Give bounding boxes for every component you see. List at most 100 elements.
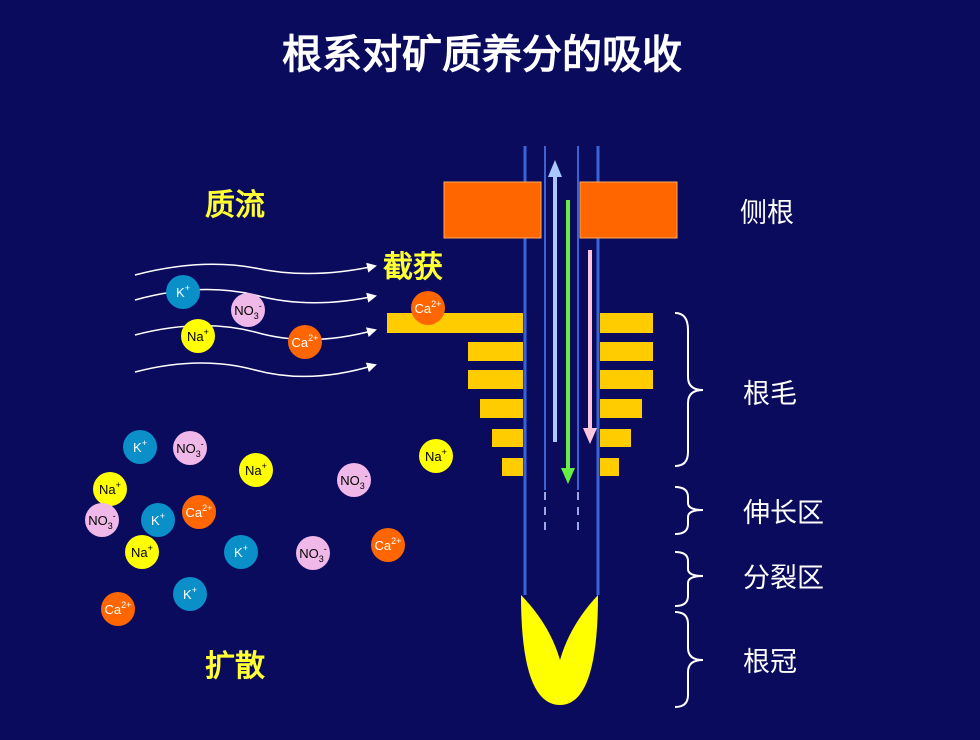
ion-no3: NO3- xyxy=(173,431,207,465)
root-hair xyxy=(600,342,653,361)
ion-na: Na+ xyxy=(125,535,159,569)
ion-label: Na+ xyxy=(187,327,209,344)
ion-label: NO3- xyxy=(176,439,204,459)
ion-circle xyxy=(123,430,157,464)
ion-circle xyxy=(296,536,330,570)
ion-label: K+ xyxy=(133,438,147,455)
diffusion-label: 扩散 xyxy=(205,649,265,684)
ion-label: Ca2+ xyxy=(375,536,402,553)
ion-label: NO3- xyxy=(299,544,327,564)
root-hair-brace xyxy=(674,312,704,467)
ion-circle xyxy=(173,431,207,465)
ion-ca: Ca2+ xyxy=(411,291,445,325)
root-cap-label: 根冠 xyxy=(743,647,797,678)
ion-circle xyxy=(239,453,273,487)
ion-label: NO3- xyxy=(234,301,262,321)
ion-circle xyxy=(371,528,405,562)
ion-circle xyxy=(224,535,258,569)
ion-label: Na+ xyxy=(245,461,267,478)
root-hair xyxy=(387,313,523,333)
ion-na: Na+ xyxy=(239,453,273,487)
root-hairs xyxy=(387,313,653,476)
lateral-root-left xyxy=(443,181,542,239)
ion-circle xyxy=(141,503,175,537)
ion-na: Na+ xyxy=(181,319,215,353)
ion-circle xyxy=(337,463,371,497)
ion-no3: NO3- xyxy=(85,503,119,537)
ion-label: K+ xyxy=(176,283,190,300)
upward-arrowhead xyxy=(548,160,562,177)
root-hair xyxy=(480,399,523,418)
ion-circle xyxy=(419,439,453,473)
lateral-roots xyxy=(443,181,678,239)
ion-label: K+ xyxy=(234,543,248,560)
ion-k: K+ xyxy=(224,535,258,569)
pink-arrowhead xyxy=(583,428,597,444)
ion-label: NO3- xyxy=(340,471,368,491)
green-arrowhead xyxy=(561,468,575,484)
root-hair xyxy=(492,429,523,447)
ion-no3: NO3- xyxy=(337,463,371,497)
flow-arrow xyxy=(134,324,377,341)
ion-ca: Ca2+ xyxy=(288,325,322,359)
root-hair xyxy=(502,458,523,476)
meristem-zone-label: 分裂区 xyxy=(743,563,824,594)
ion-no3: NO3- xyxy=(296,536,330,570)
interception-label: 截获 xyxy=(383,250,443,285)
transport-arrows xyxy=(548,160,597,484)
meristem-brace xyxy=(674,551,704,607)
root-cap xyxy=(521,595,598,705)
elongation-zone-label: 伸长区 xyxy=(743,498,824,529)
elongation-brace xyxy=(674,486,704,535)
ion-circle xyxy=(93,472,127,506)
ion-circle xyxy=(166,275,200,309)
ion-label: Ca2+ xyxy=(292,333,319,350)
ion-label: Ca2+ xyxy=(415,299,442,316)
ion-label: K+ xyxy=(151,511,165,528)
ion-no3: NO3- xyxy=(231,293,265,327)
lateral-root-label: 侧根 xyxy=(740,198,794,229)
ion-na: Na+ xyxy=(419,439,453,473)
ion-circle xyxy=(85,503,119,537)
ion-circle xyxy=(101,592,135,626)
root-hair xyxy=(468,370,523,389)
ion-k: K+ xyxy=(173,577,207,611)
root-hair xyxy=(600,313,653,333)
ion-circle xyxy=(231,293,265,327)
page-title: 根系对矿质养分的吸收 xyxy=(282,32,682,78)
ion-label: K+ xyxy=(183,585,197,602)
ion-na: Na+ xyxy=(93,472,127,506)
ion-circle xyxy=(125,535,159,569)
ion-k: K+ xyxy=(166,275,200,309)
root-hair xyxy=(600,399,642,418)
ion-label: Ca2+ xyxy=(186,503,213,520)
mass-flow-label: 质流 xyxy=(205,188,265,223)
flow-arrow xyxy=(134,262,377,276)
root-hair xyxy=(600,370,653,389)
ion-label: Na+ xyxy=(131,543,153,560)
root-hair xyxy=(600,458,619,476)
root-hair xyxy=(468,342,523,361)
ion-k: K+ xyxy=(141,503,175,537)
ion-circle xyxy=(182,495,216,529)
ion-circle xyxy=(173,577,207,611)
ion-label: Na+ xyxy=(425,447,447,464)
root-hair xyxy=(600,429,631,447)
root-cap-brace xyxy=(674,611,704,708)
ion-k: K+ xyxy=(123,430,157,464)
root-hair-label: 根毛 xyxy=(743,379,797,410)
ion-layer: K+ NO3- Na+ Ca2+ Ca2+ K+ NO3- Na+ NO3- Na+ Na+ NO3-… xyxy=(85,275,453,626)
ion-circle xyxy=(181,319,215,353)
flow-arrow xyxy=(134,362,377,378)
ion-label: NO3- xyxy=(88,511,116,531)
ion-ca: Ca2+ xyxy=(371,528,405,562)
ion-circle xyxy=(288,325,322,359)
ion-ca: Ca2+ xyxy=(182,495,216,529)
zone-braces xyxy=(674,312,704,708)
ion-ca: Ca2+ xyxy=(101,592,135,626)
ion-label: Na+ xyxy=(99,480,121,497)
ion-circle xyxy=(411,291,445,325)
ion-label: Ca2+ xyxy=(105,600,132,617)
